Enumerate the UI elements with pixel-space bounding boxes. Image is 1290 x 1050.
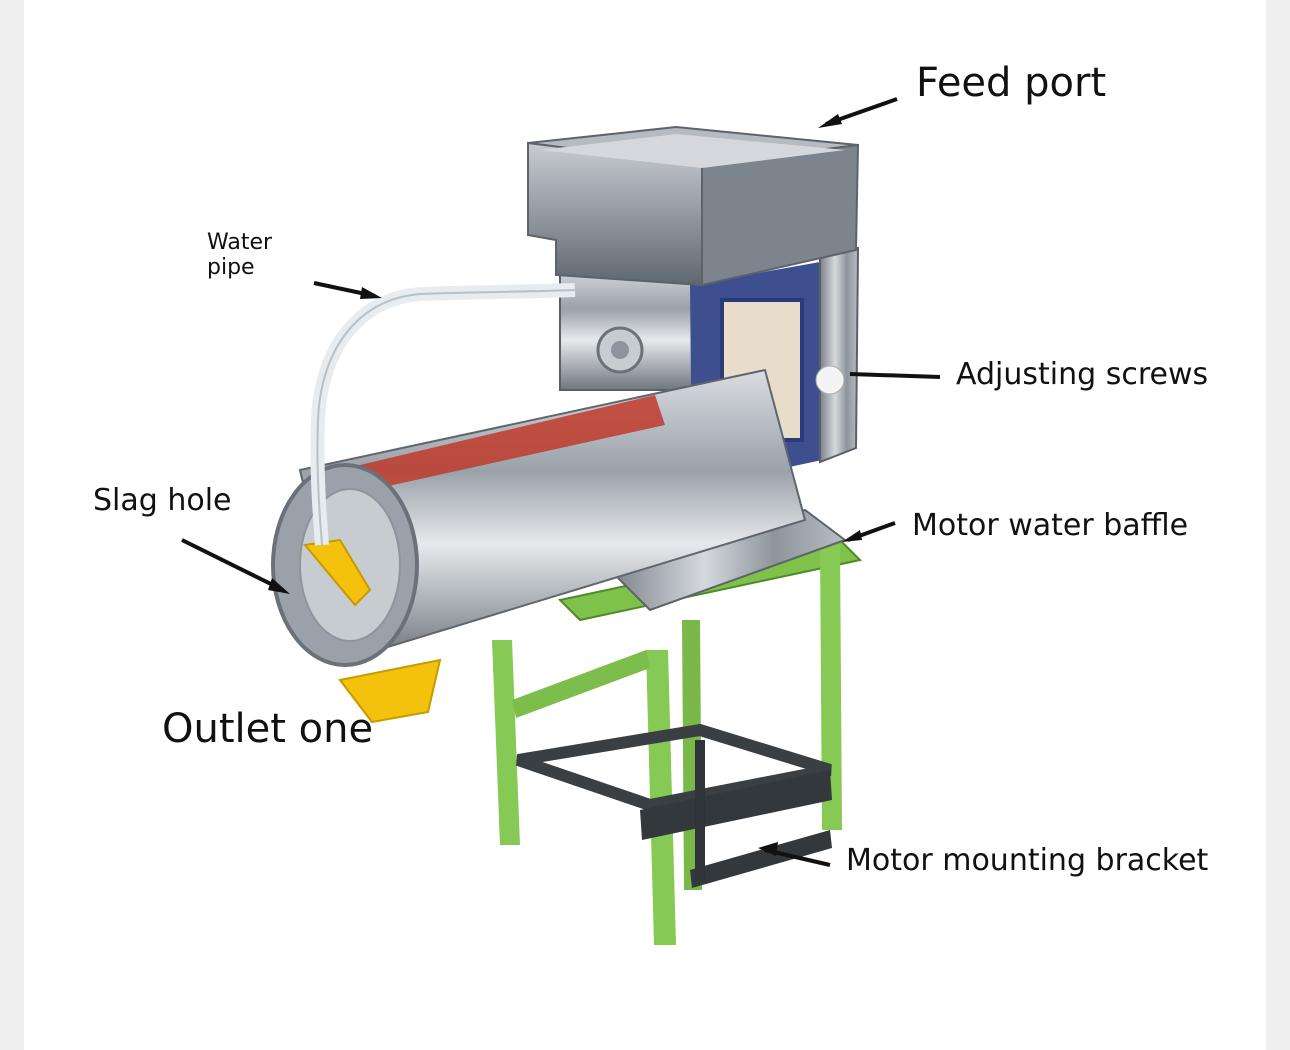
label-slag-hole: Slag hole: [93, 483, 232, 518]
feed-hopper: [527, 125, 860, 287]
label-adjusting-screws: Adjusting screws: [956, 357, 1209, 392]
label-motor-mounting-bracket: Motor mounting bracket: [846, 843, 1209, 878]
motor-bracket: [516, 723, 832, 888]
label-outlet-one: Outlet one: [162, 706, 374, 752]
label-water-pipe: Water pipe: [207, 230, 272, 281]
label-motor-water-baffle: Motor water baffle: [912, 508, 1189, 543]
main-cylinder: [271, 368, 807, 667]
label-water-pipe-line1: Water: [207, 230, 273, 255]
leader-lines: [181, 97, 941, 867]
label-feed-port: Feed port: [916, 60, 1107, 106]
label-water-pipe-line2: pipe: [207, 255, 255, 281]
yellow-outlets: [303, 538, 442, 724]
